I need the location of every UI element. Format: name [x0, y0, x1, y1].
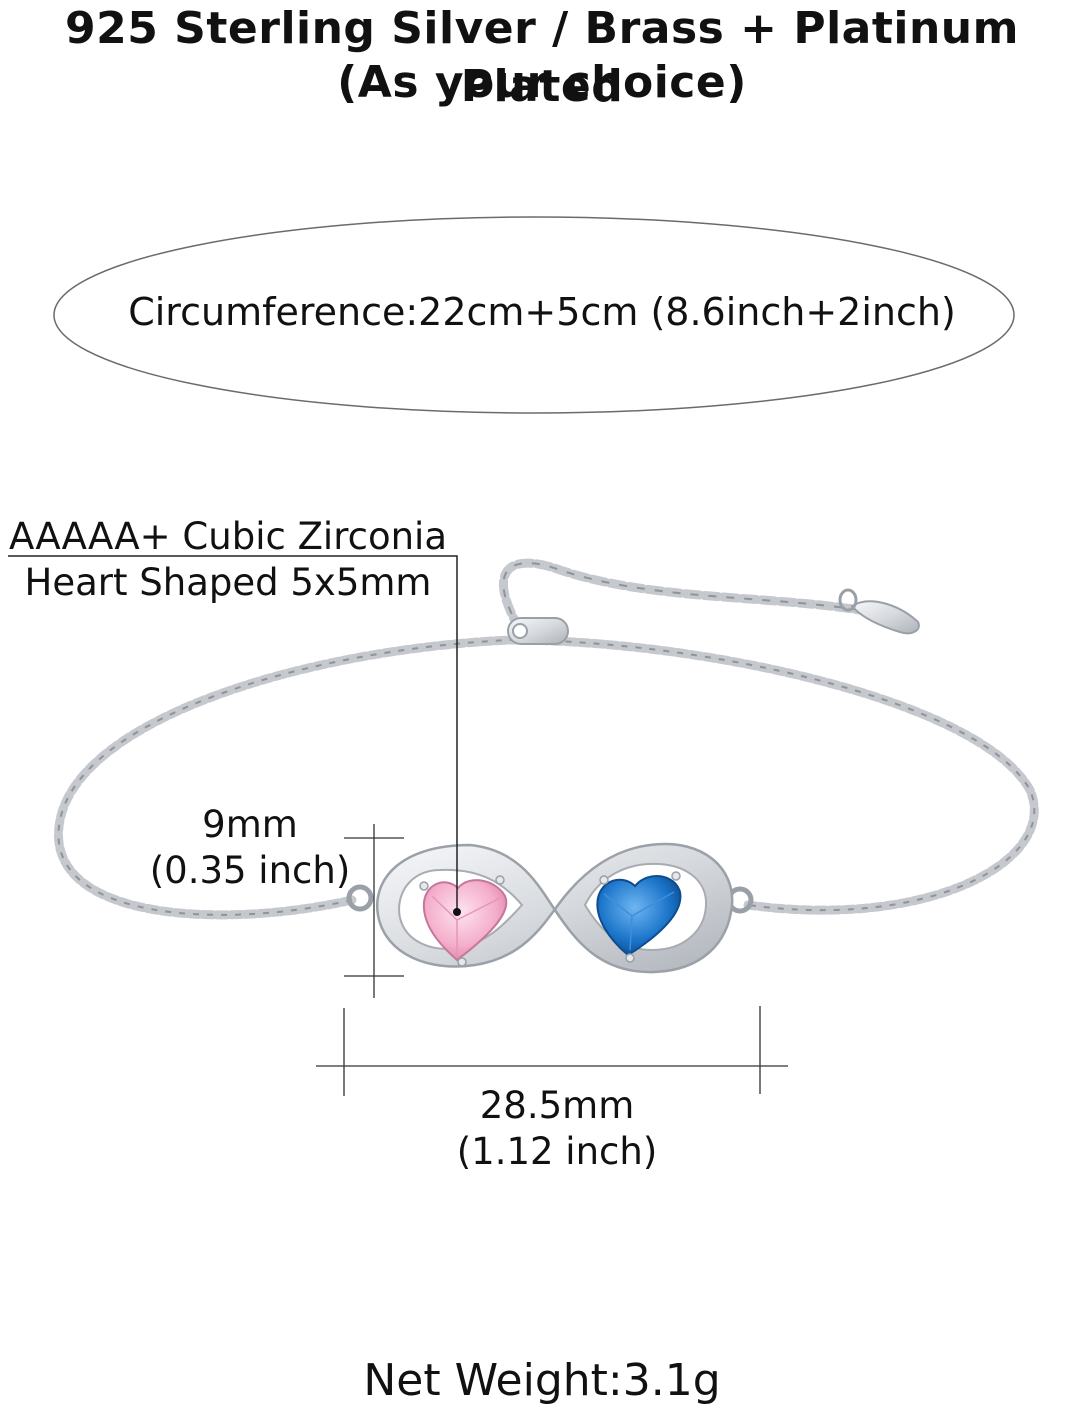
stone-description: AAAAA+ Cubic Zirconia Heart Shaped 5x5mm — [8, 514, 448, 606]
width-inch: (1.12 inch) — [456, 1130, 658, 1173]
height-dimension-line — [344, 824, 404, 998]
width-mm: 28.5mm — [479, 1084, 635, 1127]
net-weight: Net Weight:3.1g — [363, 1355, 721, 1406]
material-title: 925 Sterling Silver / Brass + Platinum P… — [65, 3, 1019, 112]
circumference-ellipse — [53, 216, 1015, 414]
material-subtitle: (As your choice) — [337, 57, 747, 108]
width-dimension-line — [316, 1006, 788, 1096]
drop-charm — [850, 600, 920, 635]
width-label: 28.5mm (1.12 inch) — [420, 1083, 694, 1175]
blue-heart-stone — [596, 874, 682, 957]
stone-quality: AAAAA+ Cubic Zirconia — [8, 515, 447, 558]
height-label: 9mm (0.35 inch) — [140, 802, 360, 894]
height-inch: (0.35 inch) — [149, 849, 351, 892]
stone-shape: Heart Shaped 5x5mm — [24, 561, 432, 604]
lobster-clasp — [507, 617, 569, 645]
pink-heart-stone — [422, 879, 508, 962]
circumference-label: Circumference:22cm+5cm (8.6inch+2inch) — [128, 290, 956, 334]
stone-pointer — [8, 555, 461, 916]
height-mm: 9mm — [202, 803, 298, 846]
